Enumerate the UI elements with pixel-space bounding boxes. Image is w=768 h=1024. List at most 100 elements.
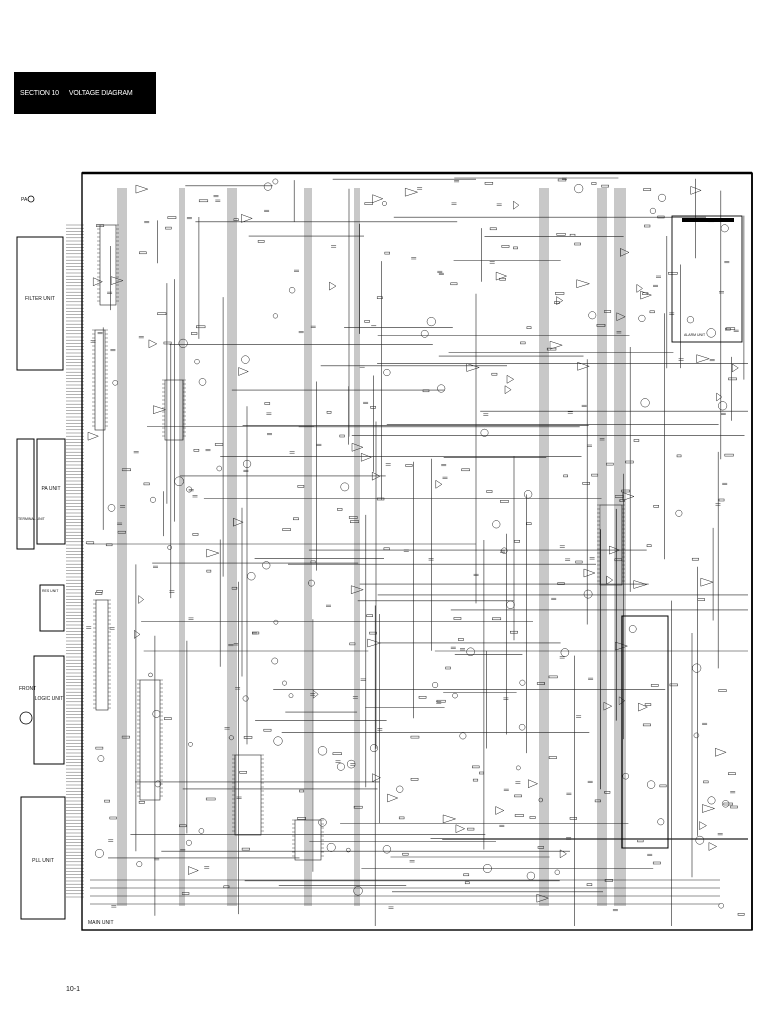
resistor: [370, 406, 376, 409]
resistor: [556, 233, 566, 236]
resistor: [299, 789, 305, 793]
resistor: [376, 497, 385, 501]
transistor: [707, 796, 716, 805]
resistor: [621, 489, 630, 493]
resistor: [297, 485, 305, 488]
op-amp: [633, 580, 648, 589]
resistor: [723, 802, 733, 806]
schematic-background-wiring: [87, 177, 748, 926]
transistor: [174, 476, 184, 487]
op-amp: [536, 893, 550, 903]
resistor: [536, 682, 545, 685]
resistor: [364, 320, 370, 323]
resistor: [718, 498, 725, 502]
transistor: [588, 311, 597, 320]
op-amp: [699, 821, 708, 831]
filter-unit-label: FILTER UNIT: [25, 296, 55, 302]
op-amp: [135, 184, 149, 194]
schematic-components: [66, 177, 745, 916]
resistor: [652, 861, 661, 865]
op-amp: [504, 385, 512, 395]
resistor: [646, 544, 652, 547]
resistor: [233, 218, 239, 221]
resistor: [121, 735, 130, 739]
op-amp: [372, 773, 382, 783]
transistor: [396, 785, 404, 793]
transistor: [466, 647, 475, 657]
resistor: [109, 816, 117, 820]
transistor: [198, 378, 207, 386]
ic-block: [164, 379, 184, 441]
resistor: [364, 202, 373, 205]
resistor: [526, 522, 532, 525]
resistor: [529, 816, 536, 819]
transistor: [452, 692, 458, 699]
ic-block: [234, 754, 262, 836]
resistor: [458, 638, 464, 641]
resistor: [659, 784, 667, 788]
op-amp: [329, 281, 337, 291]
resistor: [157, 312, 167, 315]
transistor: [720, 224, 729, 233]
resistor: [537, 846, 544, 849]
transistor: [560, 648, 570, 657]
resistor: [402, 852, 409, 856]
op-amp: [241, 214, 253, 223]
op-amp: [731, 363, 739, 373]
resistor: [574, 242, 581, 246]
resistor: [737, 913, 745, 916]
transistor: [574, 184, 584, 194]
resistor: [231, 586, 238, 590]
op-amp: [636, 283, 643, 293]
resistor: [138, 801, 145, 804]
transistor: [382, 845, 392, 854]
op-amp: [188, 866, 199, 875]
resistor: [563, 474, 568, 478]
transistor: [346, 847, 351, 853]
cpu-ic: [621, 615, 669, 849]
pa-jack-label: PA: [21, 197, 28, 203]
op-amp: [620, 248, 630, 257]
resistor: [596, 324, 606, 327]
op-amp: [138, 594, 145, 605]
resistor: [569, 817, 577, 820]
resistor: [198, 199, 209, 203]
transistor: [273, 619, 279, 625]
op-amp: [371, 471, 381, 481]
resistor: [472, 778, 479, 782]
resistor: [293, 517, 299, 521]
transistor: [136, 861, 143, 868]
resistor: [514, 814, 524, 817]
transistor: [583, 589, 593, 599]
resistor: [594, 799, 601, 803]
resistor: [625, 460, 634, 464]
resistor: [554, 301, 560, 304]
resistor: [499, 277, 506, 281]
op-amp: [549, 340, 564, 350]
resistor: [472, 765, 480, 769]
transistor: [288, 693, 294, 699]
resistor: [405, 464, 413, 467]
transistor: [482, 864, 492, 873]
resistor: [453, 617, 462, 620]
transistor: [150, 496, 156, 503]
transistor: [282, 680, 287, 686]
op-amp: [702, 804, 716, 813]
logic-unit-box: [33, 655, 65, 765]
resistor: [297, 817, 306, 820]
transistor: [288, 287, 296, 294]
resistor: [591, 473, 599, 477]
resistor: [569, 233, 576, 237]
resistor: [725, 327, 731, 331]
resistor: [548, 675, 558, 679]
op-amp: [640, 290, 653, 300]
resistor: [606, 462, 614, 466]
transistor: [622, 772, 629, 780]
transistor: [340, 482, 350, 492]
op-amp: [387, 793, 399, 803]
resistor: [604, 791, 611, 794]
resistor: [464, 881, 470, 885]
resistor: [513, 246, 518, 250]
res-unit-label: RES UNIT: [42, 589, 59, 593]
resistor: [263, 728, 272, 732]
